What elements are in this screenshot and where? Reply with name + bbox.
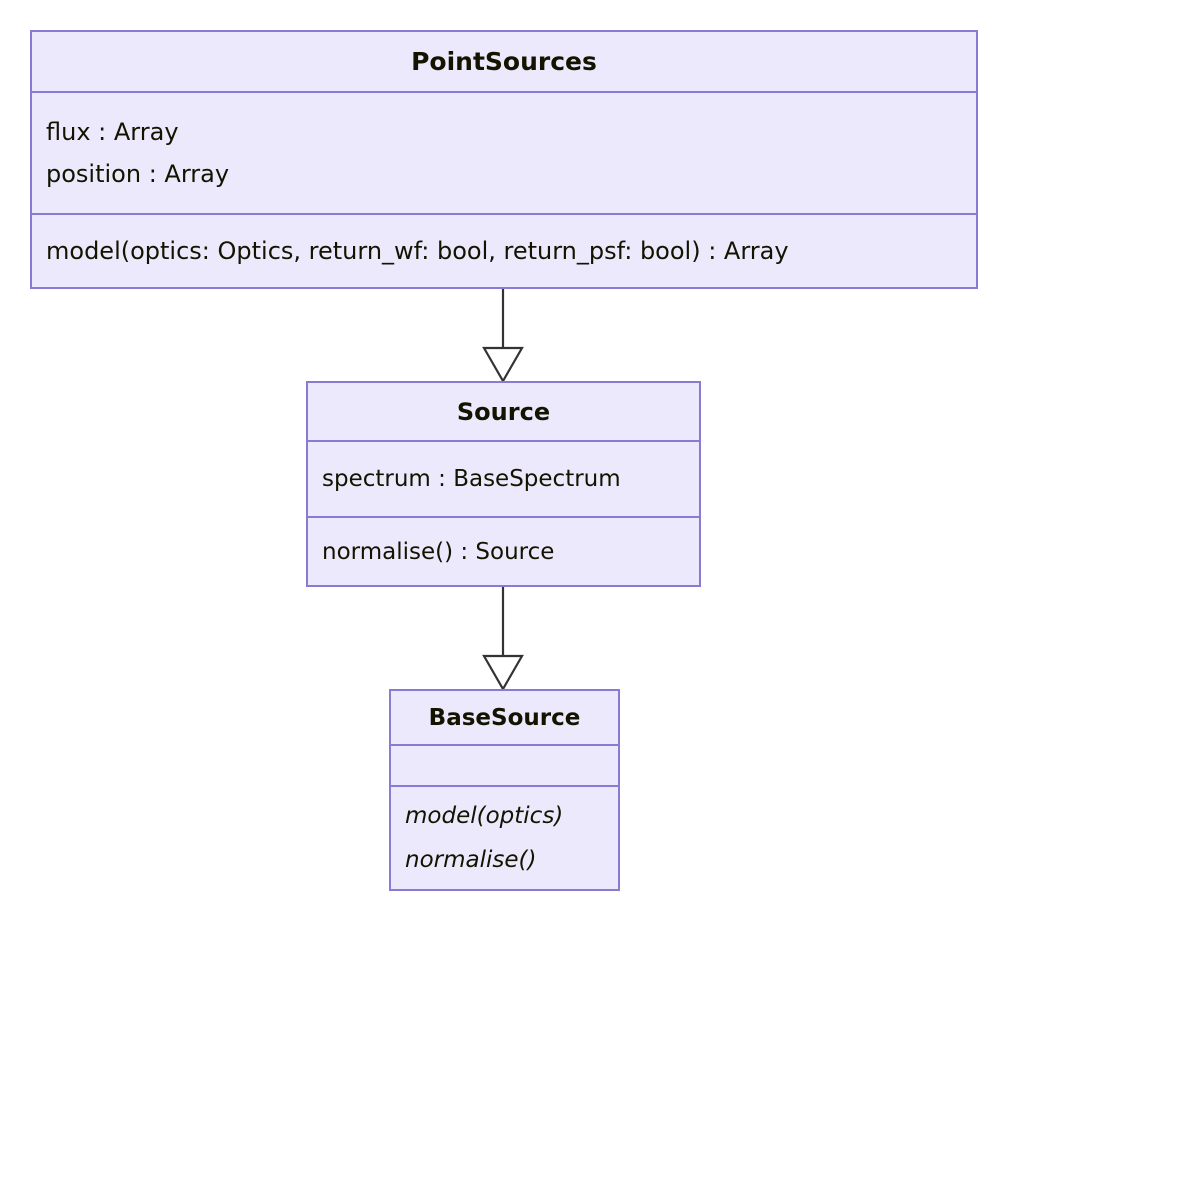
class-attributes-source: spectrum : BaseSpectrum — [308, 442, 699, 518]
hollow-triangle-arrowhead-icon — [482, 654, 524, 692]
class-attributes-basesource — [391, 746, 618, 787]
class-box-pointsources[interactable]: PointSources flux : Array position : Arr… — [30, 30, 978, 289]
class-attribute: flux : Array — [46, 118, 179, 146]
class-attributes-pointsources: flux : Array position : Array — [32, 93, 976, 215]
class-methods-source: normalise() : Source — [308, 518, 699, 585]
class-attribute: position : Array — [46, 160, 230, 188]
class-method: normalise() — [405, 847, 537, 873]
class-attribute: spectrum : BaseSpectrum — [322, 466, 621, 492]
hollow-triangle-arrowhead-icon — [482, 346, 524, 384]
class-method: normalise() : Source — [322, 538, 555, 565]
class-title-source: Source — [308, 383, 699, 442]
class-methods-basesource: model(optics) normalise() — [391, 787, 618, 889]
class-title-basesource: BaseSource — [391, 691, 618, 746]
class-method: model(optics) — [405, 803, 564, 829]
class-title-pointsources: PointSources — [32, 32, 976, 93]
class-box-source[interactable]: Source spectrum : BaseSpectrum normalise… — [306, 381, 701, 587]
class-methods-pointsources: model(optics: Optics, return_wf: bool, r… — [32, 215, 976, 287]
class-box-basesource[interactable]: BaseSource model(optics) normalise() — [389, 689, 620, 891]
class-method: model(optics: Optics, return_wf: bool, r… — [46, 237, 789, 265]
